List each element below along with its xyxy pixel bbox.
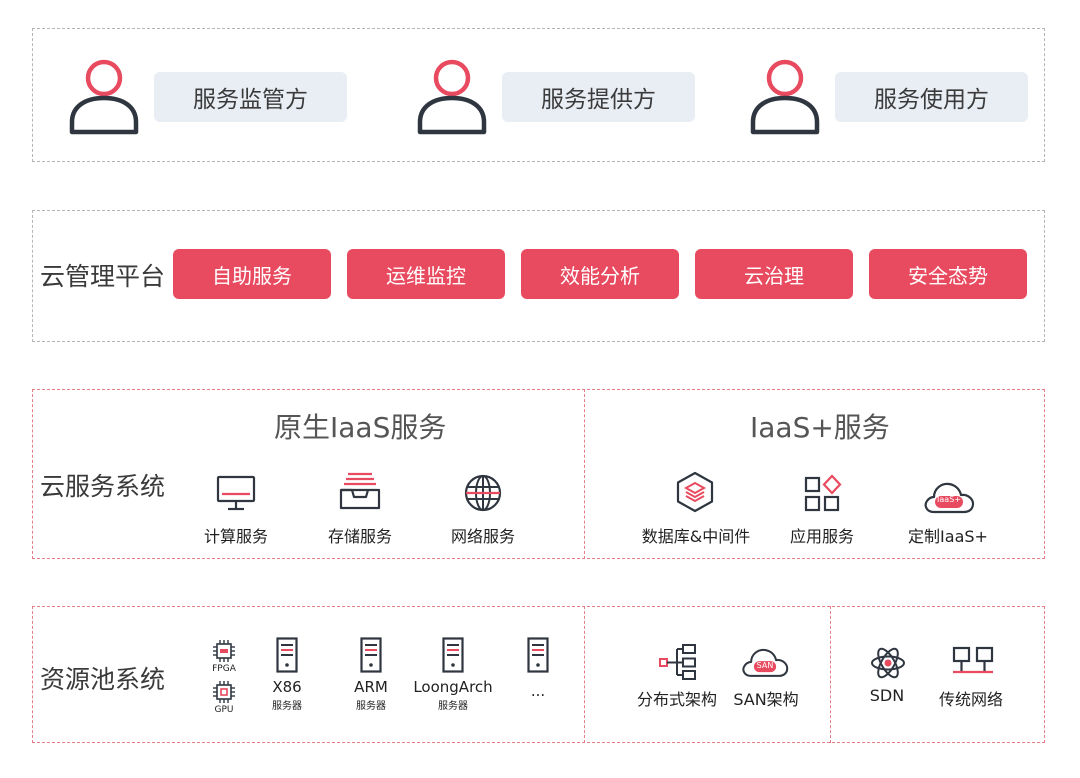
roles-panel	[32, 28, 1045, 162]
service-system-panel	[32, 389, 1045, 559]
person-icon	[69, 59, 139, 135]
pill-security-posture: 安全态势	[869, 249, 1027, 299]
service-label-storage: 存储服务	[327, 527, 393, 546]
iaas-plus-title: IaaS+服务	[750, 411, 890, 444]
person-icon	[417, 59, 487, 135]
role-label: 服务提供方	[502, 72, 695, 122]
section-divider	[584, 389, 585, 559]
server-icon	[360, 637, 382, 673]
fpga-chip-icon	[213, 640, 235, 662]
server-name-more: ...	[530, 682, 546, 700]
cloud-badge-text: SAN	[756, 661, 774, 670]
service-system-label: 云服务系统	[40, 472, 166, 501]
chip-label-gpu: GPU	[214, 705, 234, 715]
server-icon	[442, 637, 464, 673]
chip-label-fpga: FPGA	[212, 664, 236, 674]
server-name-arm: ARM	[354, 678, 388, 696]
pill-cloud-governance: 云治理	[695, 249, 853, 299]
globe-icon	[464, 474, 502, 512]
server-name-x86: X86	[272, 678, 302, 696]
network-label-traditional: 传统网络	[938, 690, 1004, 709]
storage-label-distributed: 分布式架构	[636, 690, 718, 709]
storage-tray-icon	[339, 472, 381, 510]
compute-divider	[584, 606, 585, 743]
role-label: 服务监管方	[154, 72, 347, 122]
service-label-custom-iaas: 定制IaaS+	[908, 527, 988, 546]
cloud-badge-icon	[924, 482, 975, 514]
pill-self-service: 自助服务	[173, 249, 331, 299]
cloud-badge-text: IaaS+	[937, 495, 961, 504]
pill-efficiency-analysis: 效能分析	[521, 249, 679, 299]
distributed-tree-icon	[659, 644, 696, 680]
management-label: 云管理平台	[40, 262, 166, 291]
database-layers-icon	[676, 471, 714, 513]
atom-icon	[871, 647, 905, 679]
gpu-chip-icon	[213, 681, 235, 703]
storage-divider	[830, 606, 831, 743]
resource-pool-label: 资源池系统	[40, 665, 166, 694]
storage-label-san: SAN架构	[733, 690, 799, 709]
management-panel	[32, 210, 1045, 342]
native-iaas-title: 原生IaaS服务	[274, 411, 447, 444]
role-label: 服务使用方	[835, 72, 1028, 122]
network-label-sdn: SDN	[869, 686, 905, 705]
resource-pool-panel	[32, 606, 1045, 743]
server-icon	[276, 637, 298, 673]
server-sub-loongarch: 服务器	[438, 701, 468, 712]
network-switch-icon	[952, 646, 994, 674]
monitor-icon	[216, 475, 256, 511]
pill-ops-monitoring: 运维监控	[347, 249, 505, 299]
app-grid-icon	[804, 474, 842, 512]
server-icon	[527, 637, 549, 673]
cloud-badge-icon	[742, 648, 789, 677]
person-icon	[750, 59, 820, 135]
service-label-database: 数据库&中间件	[641, 527, 751, 546]
service-label-compute: 计算服务	[203, 527, 269, 546]
server-sub-x86: 服务器	[272, 701, 302, 712]
server-sub-arm: 服务器	[356, 701, 386, 712]
service-label-network: 网络服务	[450, 527, 516, 546]
server-name-loongarch: LoongArch	[413, 678, 493, 696]
service-label-application: 应用服务	[789, 527, 855, 546]
